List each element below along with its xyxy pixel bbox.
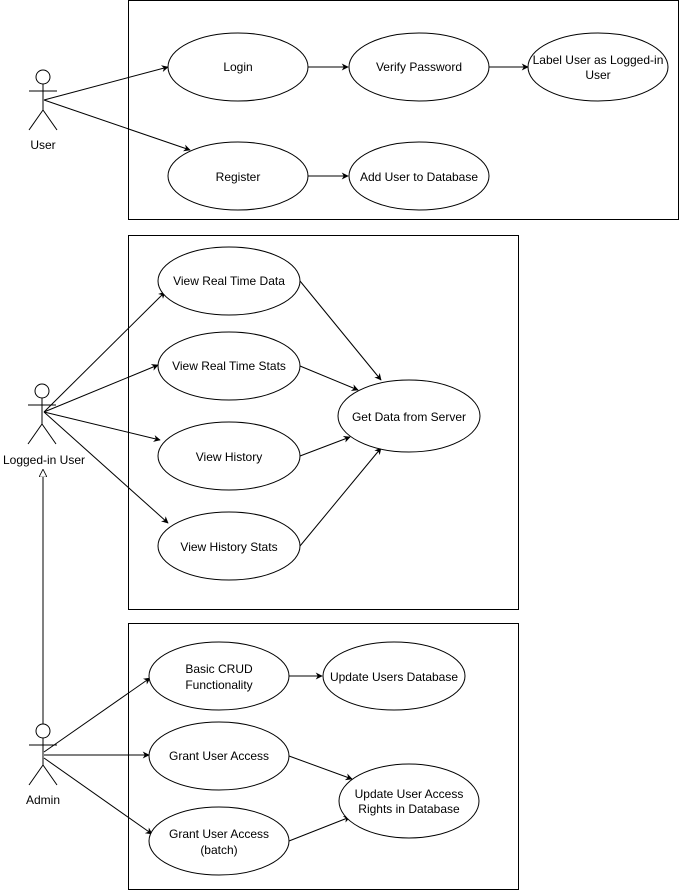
use-case-label: View History Stats — [180, 540, 277, 554]
actor-admin: Admin — [26, 723, 60, 807]
use-case-add-user-to-database: Add User to Database — [348, 141, 490, 211]
use-case-label-line2: Functionality — [185, 678, 252, 692]
edge-rtdata-server — [299, 280, 382, 381]
system-boundary-administration — [128, 623, 519, 890]
use-case-get-data-from-server: Get Data from Server — [337, 379, 481, 453]
use-case-label-line2: User — [585, 68, 610, 82]
stick-figure-icon — [28, 723, 58, 786]
use-case-register: Register — [167, 141, 309, 211]
use-case-basic-crud: Basic CRUD Functionality — [148, 641, 290, 711]
use-case-label: View History — [196, 450, 262, 464]
stick-figure-icon — [28, 69, 58, 131]
use-case-label: Grant User Access — [169, 749, 269, 763]
actor-label: Logged-in User — [3, 453, 85, 467]
edge-historystats-server — [299, 447, 382, 547]
use-case-label-line2: Rights in Database — [358, 802, 460, 816]
edge-admin-crud — [43, 677, 151, 753]
use-case-label-line1: Grant User Access — [169, 827, 269, 841]
use-case-label-line1: Basic CRUD — [185, 662, 253, 676]
use-case-update-users-database: Update Users Database — [322, 641, 466, 711]
actor-label: Admin — [26, 793, 60, 807]
actor-logged-in-user: Logged-in User — [3, 383, 85, 467]
use-case-login: Login — [167, 32, 309, 102]
use-case-label: Verify Password — [376, 60, 462, 74]
use-case-label: Get Data from Server — [352, 410, 466, 424]
use-case-label: View Real Time Data — [173, 274, 285, 288]
edge-loggedin-rtdata — [43, 291, 166, 413]
use-case-label: Add User to Database — [360, 170, 478, 184]
stick-figure-icon — [27, 383, 57, 445]
actor-user: User — [28, 69, 58, 152]
use-case-view-history-stats: View History Stats — [157, 511, 301, 581]
use-case-grant-user-access-batch: Grant User Access (batch) — [148, 806, 290, 876]
edge-loggedin-history — [43, 411, 161, 442]
edge-loggedin-rtstats — [43, 364, 159, 413]
actor-label: User — [30, 138, 55, 152]
edge-user-register — [43, 99, 191, 152]
use-case-grant-user-access: Grant User Access — [148, 721, 290, 791]
relations-layer — [43, 63, 529, 842]
use-case-label: Update Users Database — [330, 670, 458, 684]
use-case-label-line2: (batch) — [200, 843, 237, 857]
system-boundary-data-viewing — [128, 235, 519, 610]
use-case-verify-password: Verify Password — [348, 32, 490, 102]
edge-admin-grantbatch — [43, 757, 153, 835]
use-case-label: View Real Time Stats — [172, 359, 286, 373]
use-case-view-real-time-stats: View Real Time Stats — [157, 331, 301, 401]
edge-user-login — [43, 65, 169, 101]
edge-history-server — [299, 435, 351, 457]
use-case-update-user-access-rights: Update User Access Rights in Database — [338, 763, 480, 839]
use-case-label-line1: Label User as Logged-in — [533, 53, 664, 67]
edge-rtstats-server — [299, 365, 359, 391]
use-case-label: Register — [216, 170, 261, 184]
use-case-label-user-logged-in: Label User as Logged-in User — [527, 32, 669, 102]
use-case-view-real-time-data: View Real Time Data — [157, 246, 301, 316]
edge-grant-updaterights — [288, 755, 353, 781]
edge-grantbatch-updaterights — [288, 816, 351, 842]
edge-loggedin-historystats — [43, 411, 169, 524]
use-case-label: Login — [223, 60, 252, 74]
use-case-label-line1: Update User Access — [355, 787, 464, 801]
use-case-view-history: View History — [157, 421, 301, 491]
